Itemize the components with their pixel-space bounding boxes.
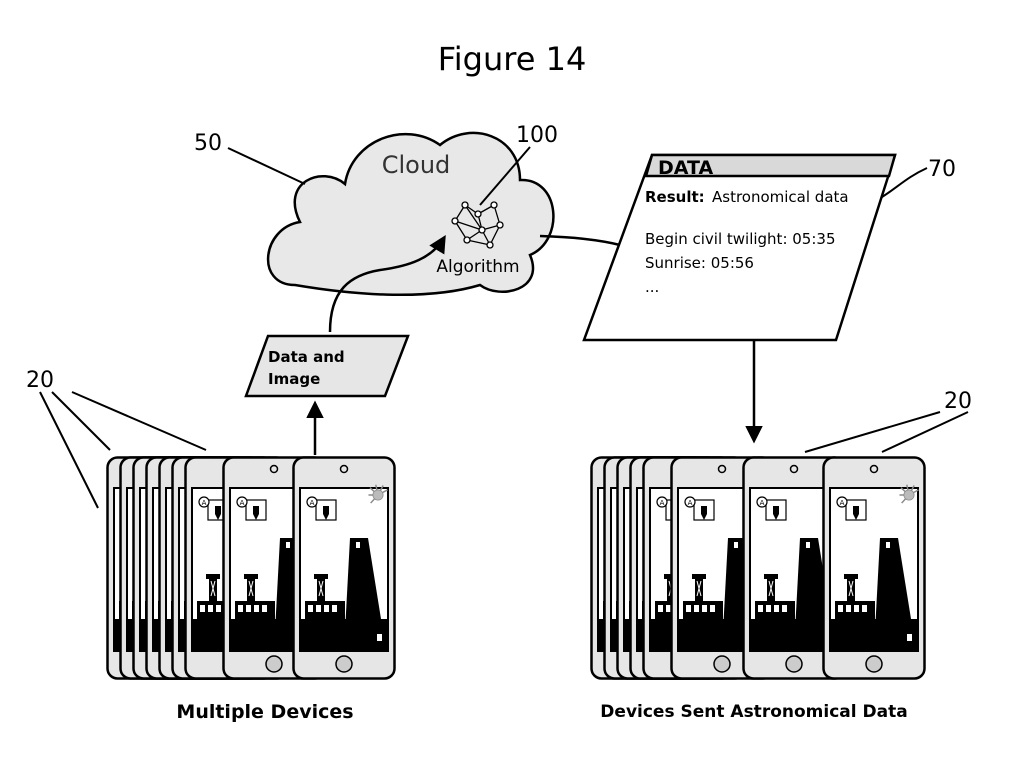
data-line-more: ... [645,278,659,296]
data-result-value: Astronomical data [712,188,849,206]
left-device-stack [106,456,396,680]
device-leader-lines [39,391,969,509]
network-graph-icon [451,201,504,249]
caption-left: Multiple Devices [176,701,353,723]
upload-box [244,334,410,398]
ref-number-devices-left: 20 [26,368,54,393]
cloud-shape [267,131,555,297]
ref-number-cloud: 50 [194,131,222,156]
arrow-to-algorithm [328,234,446,333]
data-line-twilight: Begin civil twilight: 05:35 [645,230,836,248]
right-device-stack [590,456,926,680]
data-header: DATA [658,157,713,179]
algorithm-label: Algorithm [436,257,519,277]
figure-title: Figure 14 [437,40,587,78]
data-line-sunrise: Sunrise: 05:56 [645,254,754,272]
ref-number-devices-right: 20 [944,389,972,414]
data-result-label: Result: [645,188,705,206]
cloud-label: Cloud [382,151,451,179]
upload-label-line2: Image [268,370,320,388]
leader-line-cloud [227,147,306,185]
leader-line-algorithm [479,146,531,206]
caption-right: Devices Sent Astronomical Data [600,702,907,722]
ref-number-data: 70 [928,157,956,182]
upload-label-line1: Data and [268,348,345,366]
cloud-data-connector [539,234,621,247]
ref-number-algorithm: 100 [516,123,558,148]
data-header-bar [644,153,897,178]
